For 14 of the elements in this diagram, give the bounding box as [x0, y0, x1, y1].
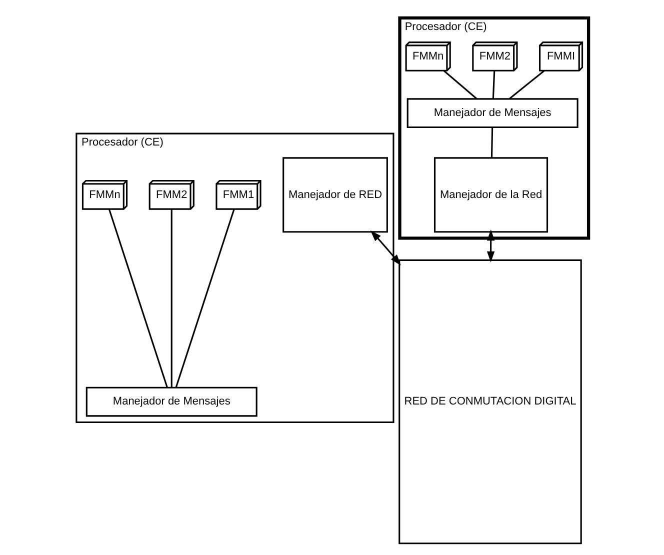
node-box: Manejador de Mensajes — [85, 386, 257, 417]
node-box: Manejador de Mensajes — [406, 98, 578, 128]
arrow — [370, 230, 400, 266]
connector — [174, 208, 234, 388]
connector — [490, 127, 493, 158]
arrow — [486, 230, 494, 262]
node-box: Manejador de RED — [282, 157, 388, 233]
connector — [492, 70, 495, 99]
connector — [108, 208, 168, 388]
connector — [170, 209, 172, 388]
node-box: RED DE CONMUTACION DIGITAL — [398, 259, 582, 544]
node-box: Manejador de la Red — [433, 157, 548, 233]
connector — [443, 70, 477, 100]
connector — [508, 70, 544, 100]
